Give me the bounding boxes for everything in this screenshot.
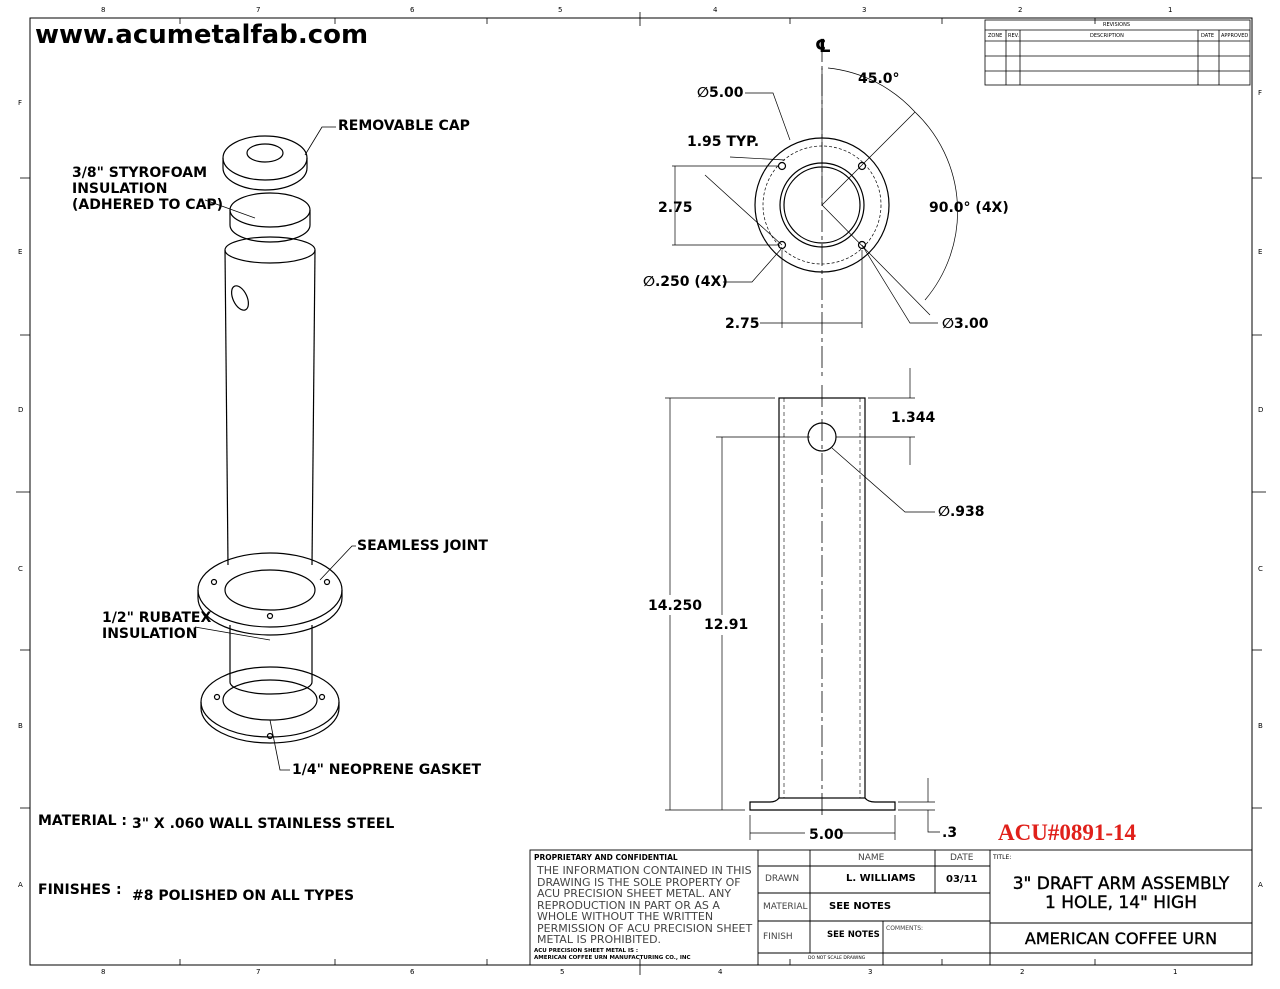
date-header: DATE [950,853,974,863]
flange [197,552,343,628]
revision-header: DATE [1201,33,1215,39]
website-url[interactable]: www.acumetalfab.com [35,20,369,50]
callout-line: INSULATION [72,181,168,197]
front-view [749,385,896,815]
zone-label: 7 [256,6,261,14]
zone-label: 2 [1020,968,1025,976]
callout-line: 3/8" STYROFOAM [72,165,208,181]
revision-header: ZONE [988,33,1003,39]
zone-label: A [1258,881,1263,889]
zone-ticks [16,12,1266,975]
finish-block-label: FINISH [763,932,793,942]
zone-label: 5 [560,968,565,976]
callout-line: 1/2" RUBATEX [102,610,212,626]
zone-label: 3 [868,968,873,976]
dim-dia-500: ∅5.00 [697,85,744,101]
title-line-2: 1 HOLE, 14" HIGH [1044,893,1197,913]
zone-label: 4 [713,6,718,14]
drawn-date: 03/11 [946,874,978,885]
zone-label: 1 [1168,6,1173,14]
dim-500-width: 5.00 [809,827,844,843]
title-line-1: 3" DRAFT ARM ASSEMBLY [1012,874,1230,894]
zone-label: C [18,565,23,573]
revision-header: DESCRIPTION [1090,33,1124,39]
zone-label: D [1258,406,1264,414]
isometric-assembly [197,135,343,744]
proprietary-title: PROPRIETARY AND CONFIDENTIAL [534,853,678,862]
zone-label: C [1258,565,1263,573]
material-label: MATERIAL : [38,813,128,829]
drawn-name: L. WILLIAMS [846,873,916,884]
neoprene-gasket [200,666,340,738]
dim-275-vertical: 2.75 [658,200,693,216]
dim-dia-250: ∅.250 (4X) [643,274,728,290]
zone-label: E [1258,248,1263,256]
dim-thickness: .3 [942,825,958,841]
finishes-label: FINISHES : [38,882,122,898]
title-block-lines [529,849,1253,966]
zone-label: F [18,99,23,107]
material-block-value: SEE NOTES [829,901,892,912]
callout-seamless-joint: SEAMLESS JOINT [357,538,488,554]
top-view-dimensions [672,67,958,328]
dim-dia-300: ∅3.00 [942,316,989,332]
dim-195-typ: 1.95 TYP. [687,134,760,150]
dim-275-horizontal: 2.75 [725,316,760,332]
zone-label: 6 [410,6,415,14]
zone-label: 5 [558,6,563,14]
company-line-2: AMERICAN COFFEE URN MANUFACTURING CO., I… [534,955,691,961]
zone-label: 4 [718,968,723,976]
front-view-dimensions [665,368,940,840]
tap-hole [231,285,249,311]
zone-label: 6 [410,968,415,976]
material-block-label: MATERIAL [763,902,808,912]
callout-removable-cap: REMOVABLE CAP [338,118,470,134]
zone-label: 1 [1173,968,1178,976]
revision-title: REVISIONS [1103,22,1131,28]
comments-label: COMMENTS: [886,925,924,932]
zone-label: 7 [256,968,261,976]
dim-14250: 14.250 [648,598,703,614]
tube-top [224,236,316,264]
zone-label: 8 [101,6,106,14]
callout-styrofoam: 3/8" STYROFOAM INSULATION (ADHERED TO CA… [72,165,223,213]
dim-angle-90: 90.0° (4X) [929,200,1009,216]
title-label: TITLE: [993,854,1012,861]
zone-label: B [18,722,23,730]
zone-label: 3 [862,6,867,14]
finishes-value: #8 POLISHED ON ALL TYPES [132,888,355,904]
company-line-1: ACU PRECISION SHEET METAL IS : [534,948,639,954]
removable-cap [222,135,308,181]
zone-label: F [1258,89,1263,97]
revision-table-lines [984,19,1251,86]
zone-label: D [18,406,24,414]
centerline-symbol: ℄ [815,36,832,57]
callout-line: INSULATION [102,626,198,642]
revision-header: REV. [1008,33,1019,39]
leader-lines [194,126,356,771]
dim-1291: 12.91 [704,617,749,633]
dim-1344: 1.344 [891,410,936,426]
material-value: 3" X .060 WALL STAINLESS STEEL [132,816,395,832]
zone-label: 2 [1018,6,1023,14]
name-header: NAME [858,853,885,863]
callout-gasket: 1/4" NEOPRENE GASKET [292,762,482,778]
finish-block-value: SEE NOTES [827,930,880,940]
part-number: ACU#0891-14 [998,820,1136,845]
dim-dia-938: ∅.938 [938,504,985,520]
customer-name: AMERICAN COFFEE URN [1024,929,1218,948]
zone-label: 8 [101,968,106,976]
dim-angle-45: 45.0° [858,71,900,87]
callout-line: (ADHERED TO CAP) [72,197,224,213]
zone-label: B [1258,722,1263,730]
do-not-scale: DO NOT SCALE DRAWING [808,956,866,961]
revision-header: APPROVED [1221,33,1249,39]
styrofoam-insulation [229,192,311,228]
drawn-label: DRAWN [765,874,800,884]
proprietary-text: THE INFORMATION CONTAINED IN THIS DRAWIN… [537,864,753,946]
zone-label: A [18,881,23,889]
zone-label: E [18,248,23,256]
callout-rubatex: 1/2" RUBATEX INSULATION [102,610,211,642]
